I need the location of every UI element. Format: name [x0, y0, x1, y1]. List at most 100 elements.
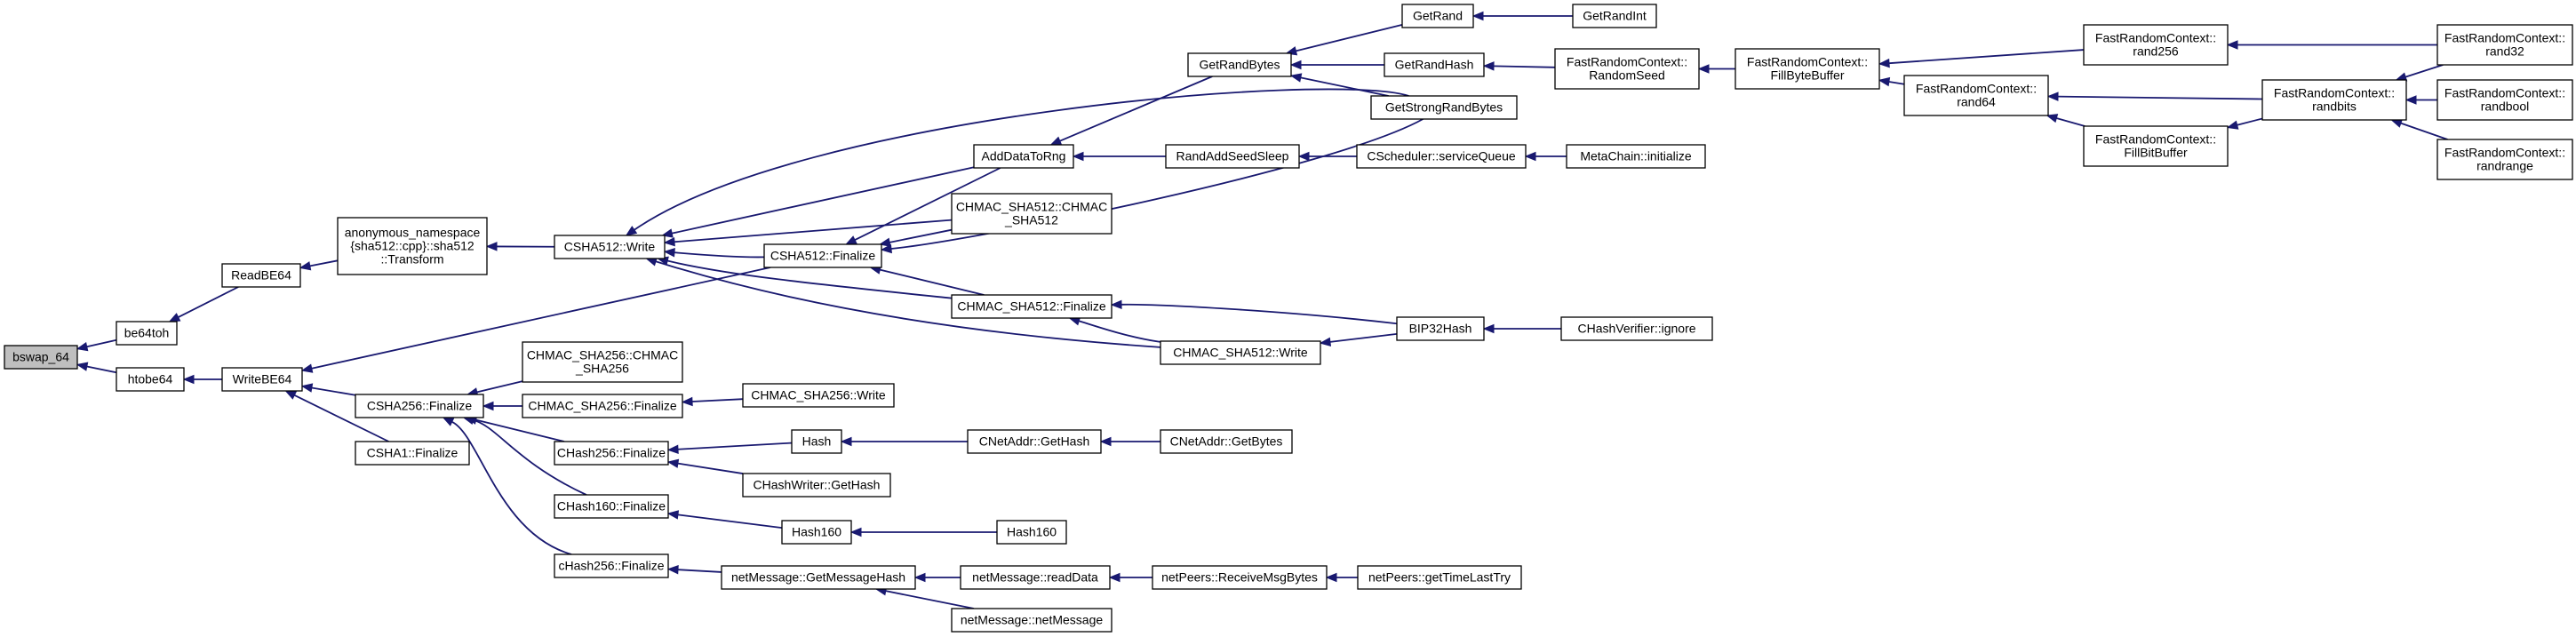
node-Hash[interactable]: Hash: [791, 429, 842, 454]
node-box: [1401, 4, 1474, 28]
node-CSHA256_Finalize[interactable]: CSHA256::Finalize: [355, 394, 484, 418]
node-FRC_rand256[interactable]: FastRandomContext::rand256: [2083, 24, 2229, 66]
node-netPeers_getTimeLastTry[interactable]: netPeers::getTimeLastTry: [1357, 565, 1522, 590]
arrowhead-FRC_FillByteBuffer: [1878, 76, 1891, 87]
node-label: randbits: [2312, 100, 2357, 114]
node-box: [4, 345, 78, 370]
node-CHash160_Finalize[interactable]: CHash160::Finalize: [554, 494, 669, 519]
arrowhead-bswap_64: [76, 342, 89, 352]
node-label: CNetAddr::GetBytes: [1170, 434, 1283, 449]
node-CNetAddr_GetHash[interactable]: CNetAddr::GetHash: [967, 429, 1102, 454]
node-label: be64toh: [124, 326, 170, 340]
arrowhead-CSHA512_Finalize: [880, 243, 892, 254]
arrowhead-GetRandHash: [1482, 61, 1495, 71]
node-FRC_randbits[interactable]: FastRandomContext::randbits: [2261, 79, 2407, 121]
node-label: CHMAC_SHA512::Finalize: [957, 299, 1105, 314]
node-box: [554, 441, 669, 466]
node-box: [973, 144, 1074, 169]
node-CHMAC_SHA512_CHMAC[interactable]: CHMAC_SHA512::CHMAC_SHA512: [951, 193, 1113, 235]
node-CHMAC_SHA256_CHMAC[interactable]: CHMAC_SHA256::CHMAC_SHA256: [522, 341, 683, 383]
edge-AddDataToRng-to-CSHA512_Write: [671, 166, 975, 235]
edge-CSHA1_Finalize-to-WriteBE64: [293, 394, 389, 442]
node-box: [1572, 4, 1657, 28]
node-CHMAC_SHA256_Write[interactable]: CHMAC_SHA256::Write: [742, 383, 895, 408]
node-CSHA512_Write[interactable]: CSHA512::Write: [554, 235, 666, 259]
node-sha512_Transform[interactable]: anonymous_namespace{sha512::cpp}::sha512…: [337, 217, 488, 275]
node-CSHA1_Finalize[interactable]: CSHA1::Finalize: [355, 441, 470, 466]
edge-CHMAC_SHA512_Finalize-to-CSHA512_Write: [666, 259, 953, 299]
node-label: CHMAC_SHA256::Finalize: [528, 399, 676, 413]
node-netPeers_ReceiveMsgBytes[interactable]: netPeers::ReceiveMsgBytes: [1152, 565, 1328, 590]
node-FRC_rand32[interactable]: FastRandomContext::rand32: [2436, 24, 2573, 66]
node-box: [1384, 52, 1485, 77]
node-box: [355, 394, 484, 418]
node-box: [1160, 340, 1321, 365]
edge-FRC_randbits-to-FRC_rand64: [2057, 95, 2263, 100]
node-CHashVerifier_ignore[interactable]: CHashVerifier::ignore: [1560, 316, 1713, 341]
node-AddDataToRng[interactable]: AddDataToRng: [973, 144, 1074, 169]
node-MetaChain_initialize[interactable]: MetaChain::initialize: [1566, 144, 1706, 169]
edge-FRC_RandomSeed-to-GetRandHash: [1493, 65, 1556, 68]
node-Hash160[interactable]: Hash160: [781, 520, 852, 545]
node-FRC_FillByteBuffer[interactable]: FastRandomContext::FillByteBuffer: [1735, 48, 1880, 90]
node-box: [2261, 79, 2407, 121]
node-box: [355, 441, 470, 466]
node-GetStrongRandBytes[interactable]: GetStrongRandBytes: [1370, 95, 1518, 120]
node-label: CHash256::Finalize: [557, 446, 666, 460]
node-label: anonymous_namespace: [345, 226, 481, 240]
node-label: CSHA512::Finalize: [770, 249, 875, 263]
node-CHMAC_SHA512_Finalize[interactable]: CHMAC_SHA512::Finalize: [951, 294, 1113, 319]
node-CHash256_Finalize[interactable]: CHash256::Finalize: [554, 441, 669, 466]
node-GetRand[interactable]: GetRand: [1401, 4, 1474, 28]
node-label: WriteBE64: [233, 372, 292, 386]
edge-CSHA512_Finalize-to-CSHA512_Write: [674, 251, 765, 259]
node-label: CHMAC_SHA256::Write: [751, 388, 886, 402]
edge-CHMAC_SHA512_CHMAC-to-CSHA512_Finalize: [889, 228, 953, 243]
node-GetRandInt[interactable]: GetRandInt: [1572, 4, 1657, 28]
node-label: CSHA512::Write: [564, 240, 656, 254]
node-box: [960, 565, 1111, 590]
edge-CHMAC_SHA256_Write-to-CHMAC_SHA256_Finalize: [691, 398, 744, 402]
node-label: RandomSeed: [1589, 68, 1665, 83]
node-box: [1735, 48, 1880, 90]
node-bswap_64[interactable]: bswap_64: [4, 345, 78, 370]
arrowhead-CSHA512_Finalize: [845, 235, 857, 245]
node-label: BIP32Hash: [1409, 322, 1472, 336]
arrowhead-CHash256_Finalize: [666, 444, 679, 454]
node-label: htobe64: [128, 372, 173, 386]
node-box: [522, 341, 683, 383]
node-label: FastRandomContext::: [2444, 146, 2565, 160]
edge-FRC_randbits-to-FRC_FillBitBuffer: [2237, 117, 2263, 126]
node-cHash256_Finalize[interactable]: cHash256::Finalize: [554, 553, 669, 578]
node-RandAddSeedSleep[interactable]: RandAddSeedSleep: [1165, 144, 1300, 169]
edge-GetStrongRandBytes-to-GetRandBytes: [1300, 76, 1389, 97]
node-netMessage_GetMessageHash[interactable]: netMessage::GetMessageHash: [721, 565, 916, 590]
node-CHMAC_SHA256_Finalize[interactable]: CHMAC_SHA256::Finalize: [522, 394, 683, 418]
node-be64toh[interactable]: be64toh: [116, 321, 178, 346]
node-ReadBE64[interactable]: ReadBE64: [221, 263, 301, 288]
arrowhead-CHash256_Finalize: [666, 458, 680, 468]
arrowhead-Hash160: [849, 527, 862, 537]
node-netMessage_netMessage[interactable]: netMessage::netMessage: [951, 608, 1113, 633]
node-htobe64[interactable]: htobe64: [116, 367, 185, 392]
node-label: randrange: [2476, 159, 2533, 173]
node-GetRandHash[interactable]: GetRandHash: [1384, 52, 1485, 77]
node-FRC_randbool[interactable]: FastRandomContext::randbool: [2436, 79, 2573, 121]
node-CSHA512_Finalize[interactable]: CSHA512::Finalize: [763, 243, 882, 268]
node-FRC_rand64[interactable]: FastRandomContext::rand64: [1903, 75, 2049, 116]
node-CHMAC_SHA512_Write[interactable]: CHMAC_SHA512::Write: [1160, 340, 1321, 365]
node-netMessage_readData[interactable]: netMessage::readData: [960, 565, 1111, 590]
node-box: [967, 429, 1102, 454]
node-WriteBE64[interactable]: WriteBE64: [221, 367, 303, 392]
edge-CHash256_Finalize-to-CSHA256_Finalize: [475, 418, 565, 442]
node-CNetAddr_GetBytes[interactable]: CNetAddr::GetBytes: [1160, 429, 1293, 454]
arrowhead-FRC_randbits: [2405, 95, 2417, 105]
node-FRC_randrange[interactable]: FastRandomContext::randrange: [2436, 139, 2573, 180]
node-CHashWriter_GetHash[interactable]: CHashWriter::GetHash: [742, 473, 891, 498]
node-CScheduler_serviceQueue[interactable]: CScheduler::serviceQueue: [1356, 144, 1527, 169]
node-GetRandBytes[interactable]: GetRandBytes: [1187, 52, 1292, 77]
node-FRC_RandomSeed[interactable]: FastRandomContext::RandomSeed: [1554, 48, 1700, 90]
node-BIP32Hash[interactable]: BIP32Hash: [1396, 316, 1485, 341]
node-Hash160b[interactable]: Hash160: [996, 520, 1067, 545]
node-FRC_FillBitBuffer[interactable]: FastRandomContext::FillBitBuffer: [2083, 125, 2229, 167]
